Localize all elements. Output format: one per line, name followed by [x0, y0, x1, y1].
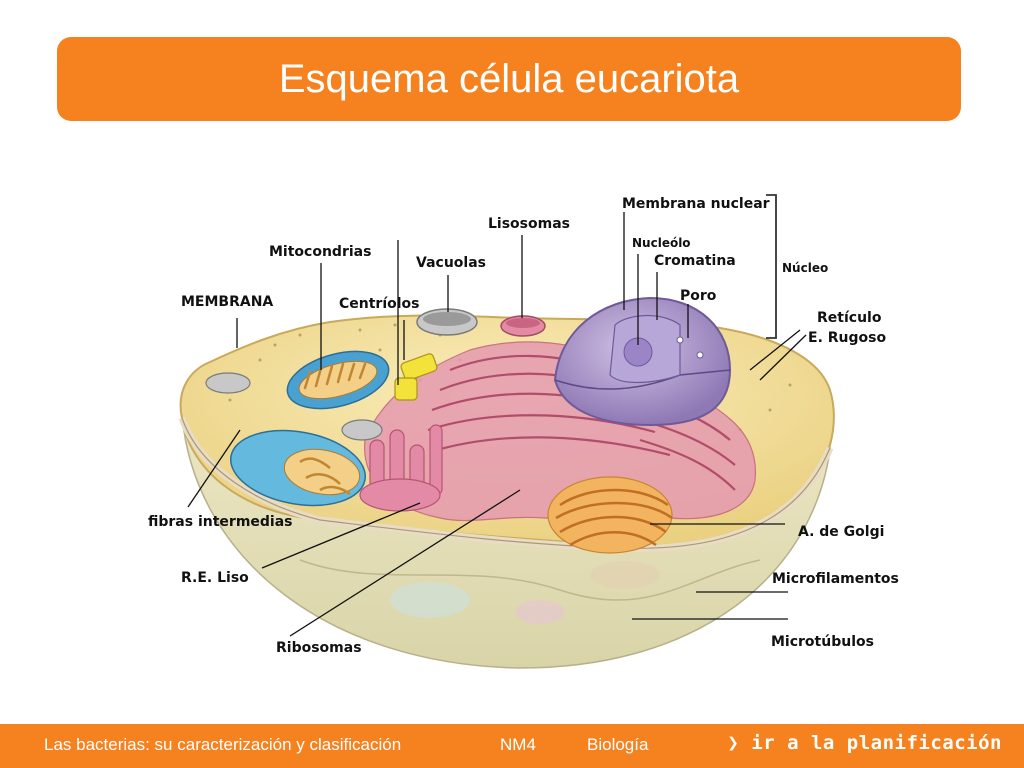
label-lisosomas: Lisosomas — [488, 216, 570, 232]
label-microfilamentos: Microfilamentos — [772, 571, 899, 587]
footer-subject: Biología — [587, 735, 649, 754]
nucleus-bracket — [766, 194, 777, 339]
lower-fiber — [299, 559, 761, 601]
nucleus — [553, 296, 732, 427]
footer-level: NM4 — [500, 735, 536, 754]
label-cromatina: Cromatina — [654, 253, 736, 269]
footer-bar: Las bacterias: su caracterización y clas… — [0, 724, 1024, 768]
label-nucleolo: Nucleólo — [632, 236, 691, 250]
label-membrana-nuclear: Membrana nuclear — [622, 196, 770, 212]
chevron-right-icon: ❯ — [727, 732, 740, 754]
label-mitocondrias: Mitocondrias — [269, 244, 371, 260]
label-reticulo: Retículo — [817, 310, 882, 326]
lower-organelle — [390, 582, 470, 618]
lower-organelle — [515, 600, 565, 624]
label-centriolos: Centríolos — [339, 296, 420, 312]
planning-link-label: ir a la planificación — [751, 732, 1002, 754]
label-ribosomas: Ribosomas — [276, 640, 362, 656]
lower-organelle — [590, 561, 660, 589]
slide-title: Esquema célula eucariota — [278, 56, 740, 101]
label-vacuolas: Vacuolas — [416, 255, 486, 271]
centrioles — [394, 353, 438, 401]
label-fibras-intermedias: fibras intermedias — [148, 514, 293, 530]
label-microtubulos: Microtúbulos — [771, 634, 874, 650]
title-bar: Esquema célula eucariota — [57, 37, 961, 121]
label-e-rugoso: E. Rugoso — [808, 330, 886, 346]
label-poro: Poro — [680, 288, 717, 304]
mitochondrion-top — [286, 350, 390, 410]
label-golgi: A. de Golgi — [798, 524, 884, 540]
planning-link[interactable]: ❯ ir a la planificación — [727, 732, 1002, 754]
label-re-liso: R.E. Liso — [181, 570, 249, 586]
vacuole — [205, 372, 251, 394]
golgi-apparatus — [547, 476, 673, 554]
mitochondrion-left — [229, 429, 367, 507]
leader-lines — [187, 212, 807, 637]
vacuole — [341, 419, 383, 441]
label-nucleo: Núcleo — [782, 261, 828, 275]
footer-course-title: Las bacterias: su caracterización y clas… — [44, 735, 402, 754]
label-membrana: MEMBRANA — [181, 294, 273, 310]
